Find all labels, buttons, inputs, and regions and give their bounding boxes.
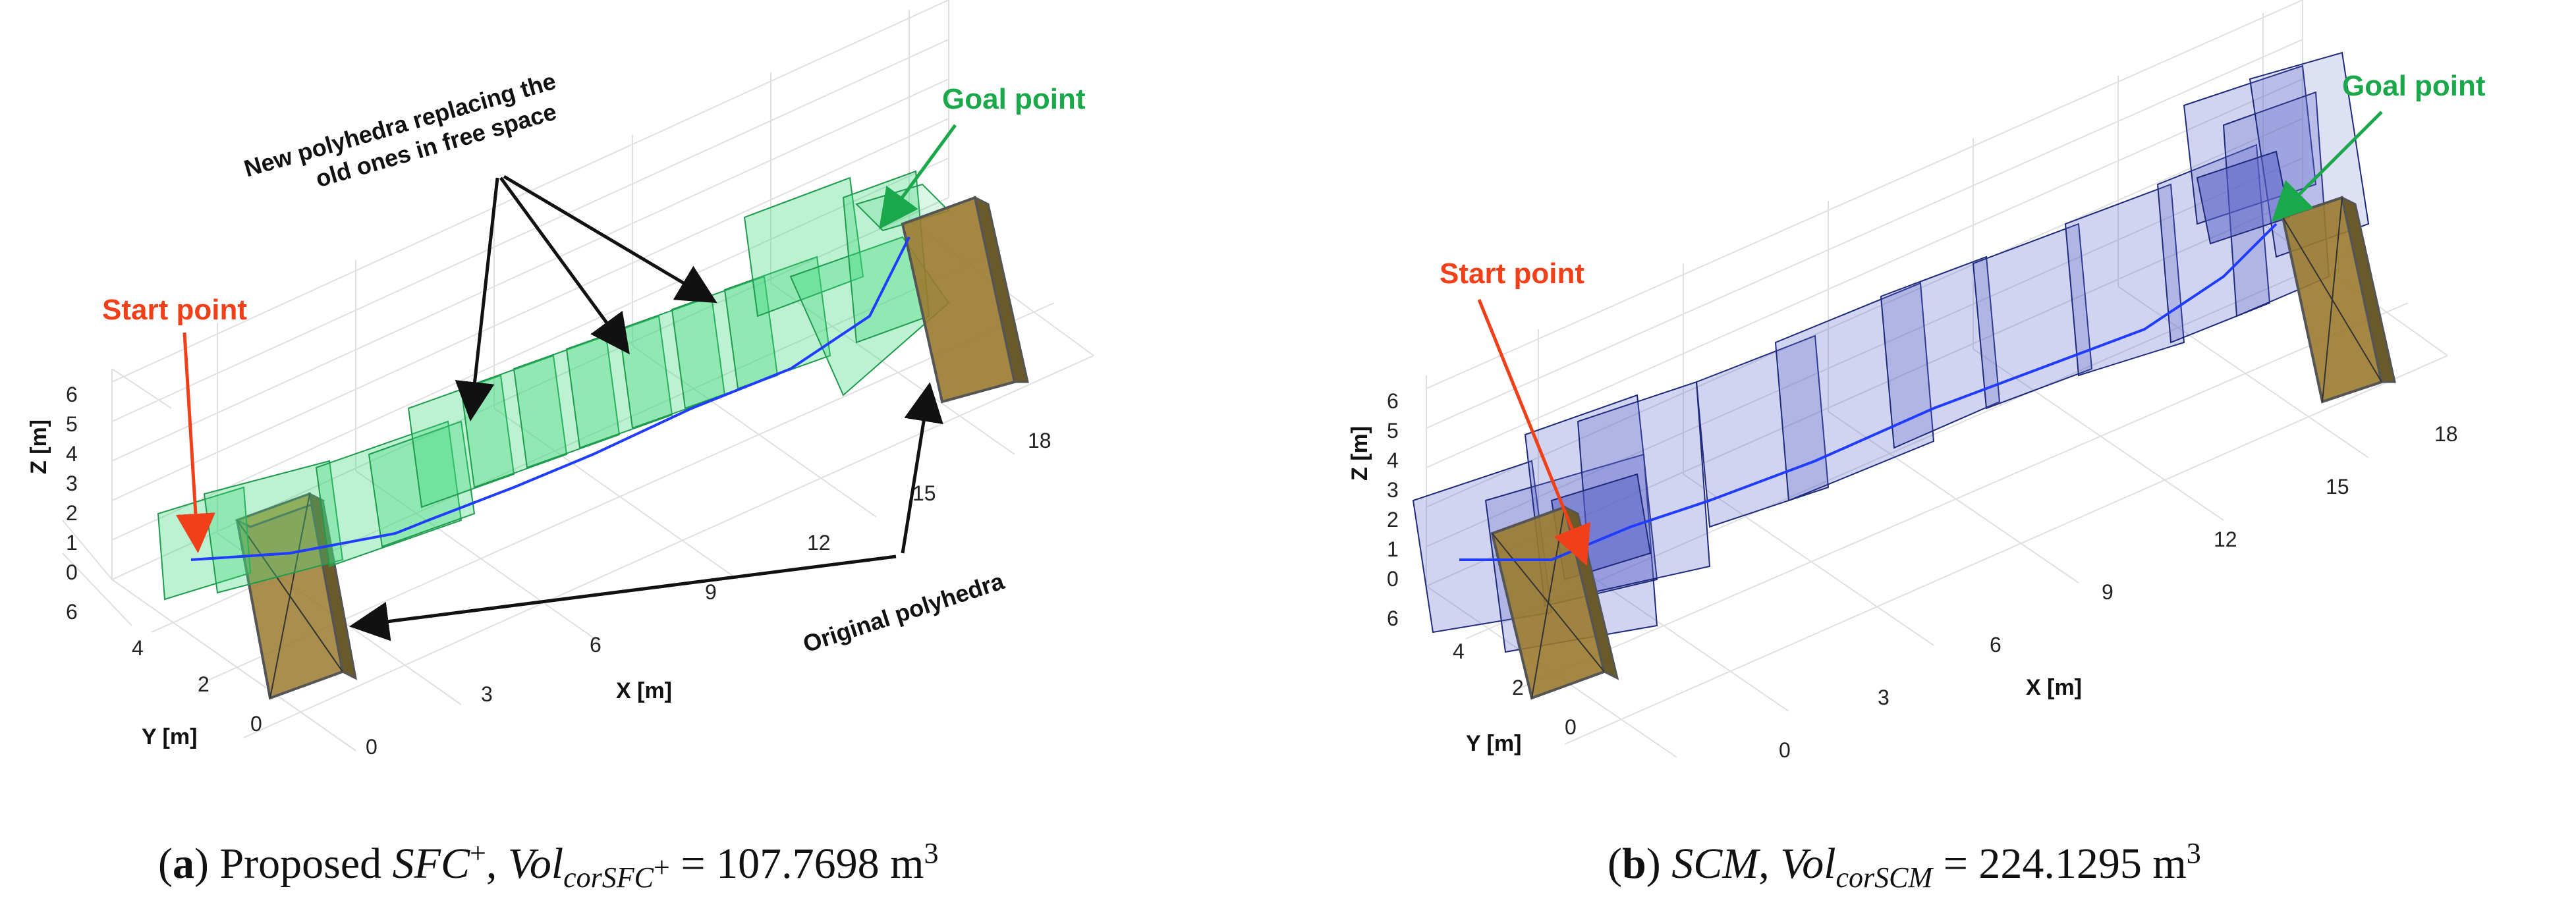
x-tick: 9 bbox=[705, 580, 717, 604]
y-tick: 6 bbox=[66, 600, 78, 624]
z-axis-label: Z [m] bbox=[26, 419, 51, 474]
y-tick: 4 bbox=[1453, 639, 1465, 663]
z-tick: 6 bbox=[1387, 389, 1399, 413]
caption-vol-sub: corSCM bbox=[1835, 861, 1933, 894]
x-tick: 18 bbox=[2434, 422, 2458, 446]
new-polyhedra-label: New polyhedra replacing the old ones in … bbox=[241, 67, 559, 192]
start-arrow bbox=[175, 332, 215, 553]
caption-value: 107.7698 bbox=[716, 840, 880, 888]
start-arrow bbox=[1477, 299, 1591, 566]
z-tick: 0 bbox=[1387, 567, 1399, 591]
new-polyhedra-arrows bbox=[455, 175, 717, 421]
y-tick: 4 bbox=[132, 636, 144, 660]
x-tick: 6 bbox=[590, 633, 602, 657]
z-tick: 3 bbox=[66, 472, 78, 495]
x-tick: 3 bbox=[481, 682, 493, 706]
x-tick: 15 bbox=[2326, 475, 2349, 499]
grid-a bbox=[62, 0, 1094, 751]
y-ticks-a: 0 2 4 6 bbox=[66, 600, 262, 736]
caption-method-sup: + bbox=[469, 837, 486, 869]
z-tick: 2 bbox=[66, 501, 78, 525]
caption-method: SCM bbox=[1671, 840, 1759, 888]
x-tick: 12 bbox=[807, 531, 831, 555]
start-point-label: Start point bbox=[1440, 257, 1584, 290]
y-tick: 6 bbox=[1387, 607, 1399, 630]
y-axis-label: Y [m] bbox=[1466, 731, 1521, 756]
caption-equals: = bbox=[681, 840, 706, 888]
caption-vol: Vol bbox=[1780, 840, 1836, 888]
caption-unit: m bbox=[890, 840, 924, 888]
y-tick: 0 bbox=[1565, 715, 1577, 739]
caption-letter: b bbox=[1621, 840, 1646, 888]
obstacle-goal-a bbox=[901, 196, 1029, 404]
goal-point-label: Goal point bbox=[2342, 70, 2486, 102]
caption-a: (a) Proposed SFC+, VolcorSFC+ = 107.7698… bbox=[158, 837, 939, 894]
caption-method: SFC bbox=[392, 840, 470, 888]
x-tick: 12 bbox=[2214, 528, 2237, 551]
plot-b: 0 1 2 3 4 5 6 Z [m] 0 2 4 6 Y [m] 0 3 6 … bbox=[1347, 0, 2486, 762]
x-ticks-b: 0 3 6 9 12 15 18 bbox=[1779, 422, 2458, 762]
caption-vol-sub-sup: + bbox=[654, 851, 670, 884]
obstacle-start-a bbox=[235, 492, 358, 700]
caption-unit-sup: 3 bbox=[924, 837, 939, 869]
original-polyhedra-text: Original polyhedra bbox=[800, 567, 1008, 658]
original-polyhedra-arrows bbox=[349, 382, 943, 641]
goal-arrow bbox=[2271, 111, 2383, 223]
x-axis-label: X [m] bbox=[2026, 675, 2082, 700]
path-a bbox=[190, 236, 910, 561]
y-axis-label: Y [m] bbox=[142, 724, 197, 749]
z-tick: 5 bbox=[1387, 419, 1399, 443]
z-tick: 5 bbox=[66, 412, 78, 436]
grid-b bbox=[1426, 0, 2448, 758]
x-tick: 6 bbox=[1990, 633, 2002, 657]
z-tick: 0 bbox=[66, 560, 78, 584]
z-tick: 6 bbox=[66, 383, 78, 406]
x-tick: 3 bbox=[1878, 686, 1890, 709]
y-tick: 2 bbox=[1512, 676, 1524, 699]
path-b bbox=[1459, 223, 2278, 561]
goal-point-label: Goal point bbox=[942, 83, 1086, 115]
panel-a: 0 1 2 3 4 5 6 Z [m] 0 2 4 6 Y [m] 0 3 6 … bbox=[26, 0, 1094, 894]
obstacle-goal-b bbox=[2281, 196, 2396, 404]
caption-value: 224.1295 bbox=[1978, 840, 2142, 888]
x-ticks-a: 0 3 6 9 12 15 18 bbox=[366, 429, 1051, 759]
caption-vol: Vol bbox=[507, 840, 564, 888]
goal-arrow bbox=[879, 124, 957, 230]
y-ticks-b: 0 2 4 6 bbox=[1387, 607, 1577, 739]
start-point-label: Start point bbox=[102, 294, 247, 326]
caption-unit: m bbox=[2152, 840, 2187, 888]
plot-a: 0 1 2 3 4 5 6 Z [m] 0 2 4 6 Y [m] 0 3 6 … bbox=[26, 0, 1094, 759]
z-axis-label: Z [m] bbox=[1347, 426, 1372, 481]
original-polyhedra-label: Original polyhedra bbox=[800, 567, 1008, 658]
x-tick: 18 bbox=[1028, 429, 1051, 452]
caption-unit-sup: 3 bbox=[2186, 837, 2201, 869]
x-tick: 0 bbox=[1779, 738, 1791, 762]
z-ticks-a: 0 1 2 3 4 5 6 bbox=[66, 383, 78, 584]
caption-vol-sub: corSFC bbox=[563, 861, 654, 894]
x-tick: 15 bbox=[912, 481, 936, 505]
z-ticks-b: 0 1 2 3 4 5 6 bbox=[1387, 389, 1399, 591]
x-tick: 9 bbox=[2102, 580, 2114, 604]
z-tick: 3 bbox=[1387, 478, 1399, 502]
caption-letter: a bbox=[172, 840, 194, 888]
z-tick: 4 bbox=[1387, 448, 1399, 472]
z-tick: 1 bbox=[66, 531, 78, 555]
caption-prefix: Proposed bbox=[219, 840, 382, 888]
y-tick: 0 bbox=[250, 712, 262, 736]
z-tick: 1 bbox=[1387, 537, 1399, 561]
x-axis-label: X [m] bbox=[616, 678, 672, 703]
z-tick: 4 bbox=[66, 442, 78, 466]
caption-equals: = bbox=[1943, 840, 1968, 888]
z-tick: 2 bbox=[1387, 508, 1399, 531]
caption-b: (b) SCM, VolcorSCM = 224.1295 m3 bbox=[1608, 837, 2201, 894]
panel-b: 0 1 2 3 4 5 6 Z [m] 0 2 4 6 Y [m] 0 3 6 … bbox=[1288, 0, 2576, 920]
x-tick: 0 bbox=[366, 735, 378, 759]
y-tick: 2 bbox=[198, 672, 210, 696]
